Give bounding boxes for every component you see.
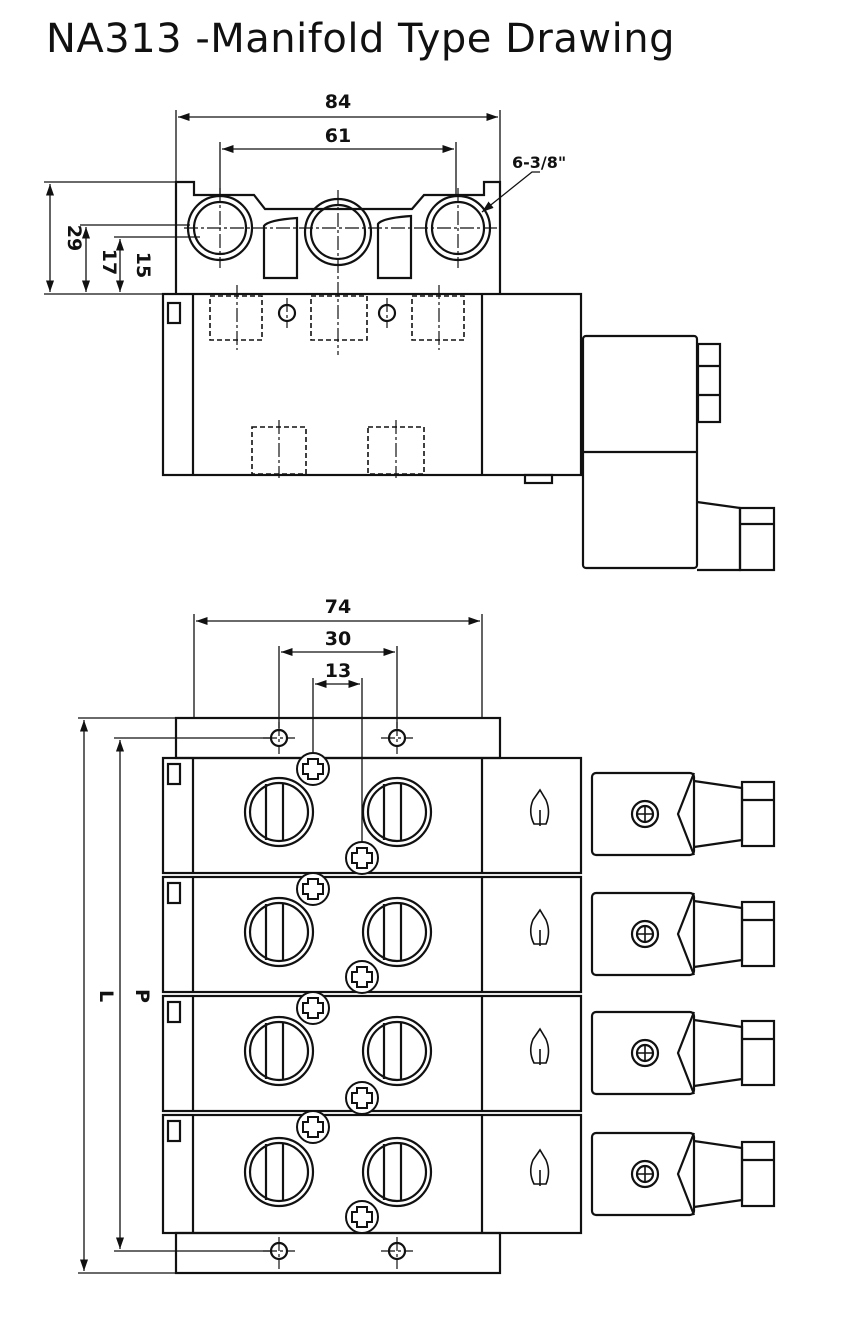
- hidden-ports: [209, 295, 465, 475]
- port-note-label: 6-3/8": [512, 153, 566, 172]
- manifold-dimensions: [78, 614, 483, 1274]
- phillips-screws: [296, 752, 379, 1234]
- dim-29-label: 29: [63, 225, 85, 251]
- connector-nut: [738, 506, 776, 572]
- page-title: NA313 -Manifold Type Drawing: [46, 16, 675, 62]
- manifold-bottom-plate: [174, 1231, 502, 1275]
- slot-left: [262, 216, 299, 280]
- valve-station-1: [161, 756, 776, 875]
- dim-L-label: L: [95, 990, 117, 1002]
- dim-13-label: 13: [325, 660, 351, 682]
- dim-17-label: 17: [98, 249, 120, 275]
- valve-foot: [523, 473, 554, 485]
- dim-30-label: 30: [325, 628, 351, 650]
- valve-station-2: [161, 875, 776, 994]
- connector-plug: [696, 500, 742, 572]
- dim-P-label: P: [131, 989, 153, 1003]
- valve-station-3: [161, 994, 776, 1113]
- manifold-view: [161, 716, 776, 1275]
- valve-station-4: [161, 1113, 776, 1235]
- center-lines: [184, 188, 500, 478]
- dim-74-label: 74: [325, 596, 351, 618]
- front-dimensions: [44, 110, 540, 295]
- solenoid-connector-top: [696, 342, 722, 424]
- dim-61-label: 61: [325, 125, 351, 147]
- valve-latch: [166, 301, 182, 325]
- valve-body: [161, 292, 583, 477]
- dim-84-label: 84: [325, 91, 351, 113]
- slot-right: [376, 214, 413, 280]
- dim-15-label: 15: [132, 252, 154, 278]
- front-view: [161, 180, 776, 572]
